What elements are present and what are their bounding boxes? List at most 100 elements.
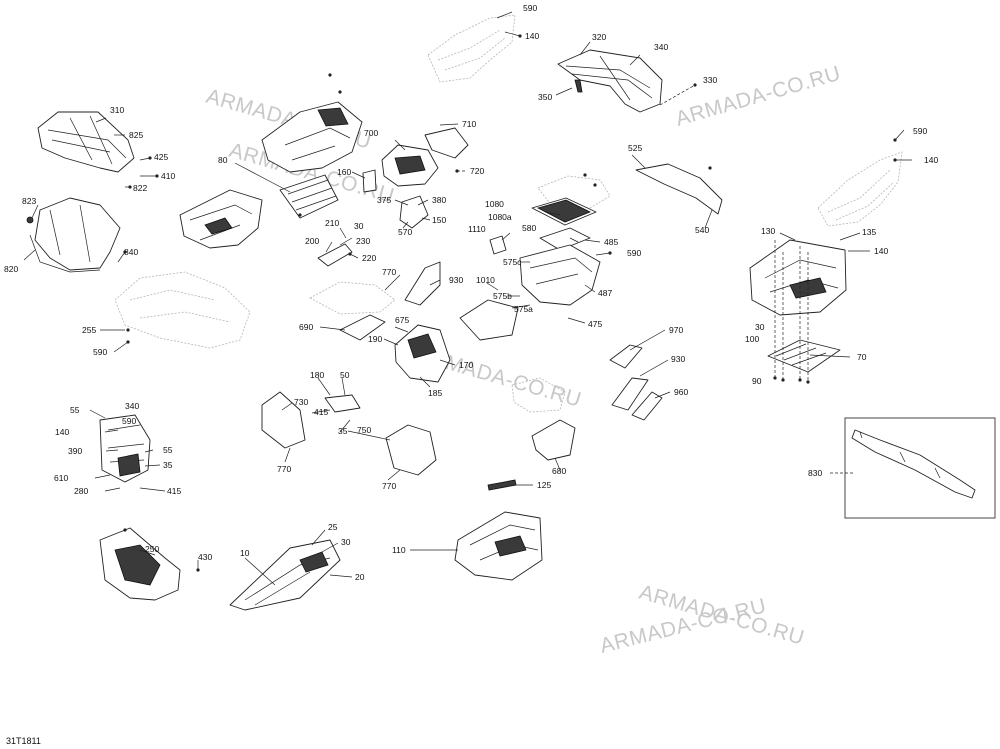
callout-720: 720 xyxy=(470,166,484,176)
callout-840: 840 xyxy=(124,247,138,257)
rear-floor xyxy=(767,339,841,373)
callout-680: 680 xyxy=(552,466,566,476)
callout-570: 570 xyxy=(398,227,412,237)
callout-25: 25 xyxy=(328,522,338,532)
callout-190: 190 xyxy=(368,334,382,344)
callout-970: 970 xyxy=(669,325,683,335)
bracket-730 xyxy=(261,391,306,449)
callout-130: 130 xyxy=(761,226,775,236)
panel-750 xyxy=(385,424,437,476)
inset-box xyxy=(844,417,996,519)
callout-960: 960 xyxy=(674,387,688,397)
callout-540: 540 xyxy=(695,225,709,235)
side-680 xyxy=(531,419,576,461)
callout-330: 330 xyxy=(703,75,717,85)
fasteners xyxy=(123,34,897,572)
headlight-housing xyxy=(381,144,439,187)
storage-1010 xyxy=(459,299,519,341)
rear-fender xyxy=(749,239,847,316)
callout-30-skid: 30 xyxy=(341,537,351,547)
callout-730: 730 xyxy=(294,397,308,407)
callout-1080: 1080 xyxy=(485,199,504,209)
callout-770-left: 770 xyxy=(277,464,291,474)
callout-35: 35 xyxy=(338,426,348,436)
callout-10: 10 xyxy=(240,548,250,558)
callout-50: 50 xyxy=(340,370,350,380)
callout-1110: 1110 xyxy=(468,224,486,234)
front-rack xyxy=(37,111,135,173)
watermark: ARMADA-CO.RU xyxy=(673,62,843,131)
callout-830: 830 xyxy=(808,468,822,478)
callout-710: 710 xyxy=(462,119,476,129)
callout-160: 160 xyxy=(337,167,351,177)
front-fender xyxy=(179,189,263,249)
callout-100: 100 xyxy=(745,334,759,344)
callout-35-mount: 35 xyxy=(163,460,173,470)
callout-575a: 575a xyxy=(514,304,533,314)
skid-plate xyxy=(229,539,341,611)
panel-960 xyxy=(631,391,663,421)
callout-825: 825 xyxy=(129,130,143,140)
callout-180: 180 xyxy=(310,370,324,380)
callout-310: 310 xyxy=(110,105,124,115)
panel-970 xyxy=(609,344,643,369)
cover-150 xyxy=(399,195,429,229)
callout-1010: 1010 xyxy=(476,275,495,285)
callout-90: 90 xyxy=(752,376,762,386)
bracket-200 xyxy=(317,243,353,267)
seat xyxy=(531,197,597,226)
callout-820: 820 xyxy=(4,264,18,274)
callout-575c: 575c xyxy=(503,257,522,267)
callout-380: 380 xyxy=(432,195,446,205)
callout-230: 230 xyxy=(356,236,370,246)
bracket-180 xyxy=(324,394,361,413)
callout-labels: 590 140 320 340 330 350 310 825 425 410 … xyxy=(4,3,938,582)
callout-255: 255 xyxy=(82,325,96,335)
piece-690 xyxy=(339,314,386,341)
callout-750: 750 xyxy=(357,425,371,435)
rear-rack xyxy=(557,49,663,113)
callout-185: 185 xyxy=(428,388,442,398)
callout-350: 350 xyxy=(538,92,552,102)
callout-610: 610 xyxy=(54,473,68,483)
side-panel-770 xyxy=(404,261,441,306)
callout-210: 210 xyxy=(325,218,339,228)
ghost-parts xyxy=(114,14,903,413)
callout-220: 220 xyxy=(362,253,376,263)
callout-410: 410 xyxy=(161,171,175,181)
callout-170: 170 xyxy=(459,360,473,370)
callout-487: 487 xyxy=(598,288,612,298)
callout-590-left: 590 xyxy=(93,347,107,357)
callout-590: 590 xyxy=(523,3,537,13)
callout-823: 823 xyxy=(22,196,36,206)
callout-930: 930 xyxy=(449,275,463,285)
callout-140-mount: 140 xyxy=(55,427,69,437)
strip-1110 xyxy=(489,235,507,255)
callout-375: 375 xyxy=(377,195,391,205)
callout-140: 140 xyxy=(525,31,539,41)
document-id: 31T1811 xyxy=(6,736,41,746)
front-floor-grid xyxy=(279,174,339,219)
parts xyxy=(26,49,847,611)
rear-side-panel xyxy=(635,163,723,215)
callout-1080a: 1080a xyxy=(488,212,512,222)
callout-30-right: 30 xyxy=(755,322,765,332)
strip-125 xyxy=(487,479,517,491)
callout-675: 675 xyxy=(395,315,409,325)
callout-822: 822 xyxy=(133,183,147,193)
callout-55: 55 xyxy=(70,405,80,415)
callout-55-right: 55 xyxy=(163,445,173,455)
callout-415-mount: 415 xyxy=(167,486,181,496)
callout-340: 340 xyxy=(654,42,668,52)
callout-20: 20 xyxy=(355,572,365,582)
leader-lines xyxy=(23,11,912,586)
front-bumper xyxy=(26,197,121,273)
cover-710 xyxy=(424,127,469,159)
center-rear-body xyxy=(519,244,601,306)
callout-485: 485 xyxy=(604,237,618,247)
callout-575b: 575b xyxy=(493,291,512,301)
front-mount-assembly xyxy=(99,414,151,483)
callout-280: 280 xyxy=(74,486,88,496)
pad-580 xyxy=(539,227,591,251)
